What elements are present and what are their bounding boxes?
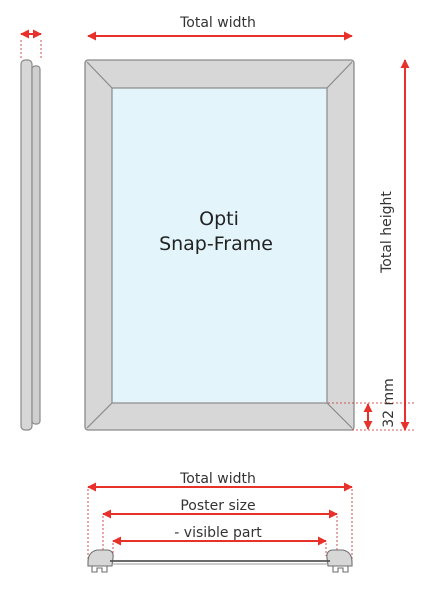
- top-total-width-dimension: Total width: [87, 15, 353, 41]
- left-profile-section: [87, 549, 114, 573]
- total-height-label: Total height: [379, 191, 395, 274]
- cross-section-view: Total width Poster size - visible part: [87, 471, 353, 573]
- poster-size-label: Poster size: [180, 498, 255, 514]
- visible-part-label: - visible part: [174, 525, 262, 541]
- total-height-dimension: Total height: [379, 59, 410, 431]
- mitre-corner-bottom-left: [86, 402, 113, 429]
- frame-title-line2: Snap-Frame: [159, 233, 273, 255]
- mitre-corner-bottom-right: [326, 402, 353, 429]
- side-profile-outer: [20, 59, 33, 431]
- frame-title-line1: Opti: [199, 208, 239, 230]
- poster-area: [111, 87, 328, 404]
- depth-label: 32 mm: [381, 378, 397, 428]
- top-total-width-label: Total width: [179, 15, 256, 31]
- bottom-total-width-label: Total width: [179, 471, 256, 487]
- side-profile-inner: [31, 65, 41, 425]
- side-profile-view: [20, 29, 42, 431]
- mitre-corner-top-left: [86, 61, 113, 89]
- depth-dimension: 32 mm: [328, 378, 415, 431]
- mitre-corner-top-right: [326, 61, 353, 89]
- front-view: Opti Snap-Frame: [84, 59, 355, 431]
- right-profile-section: [326, 549, 353, 573]
